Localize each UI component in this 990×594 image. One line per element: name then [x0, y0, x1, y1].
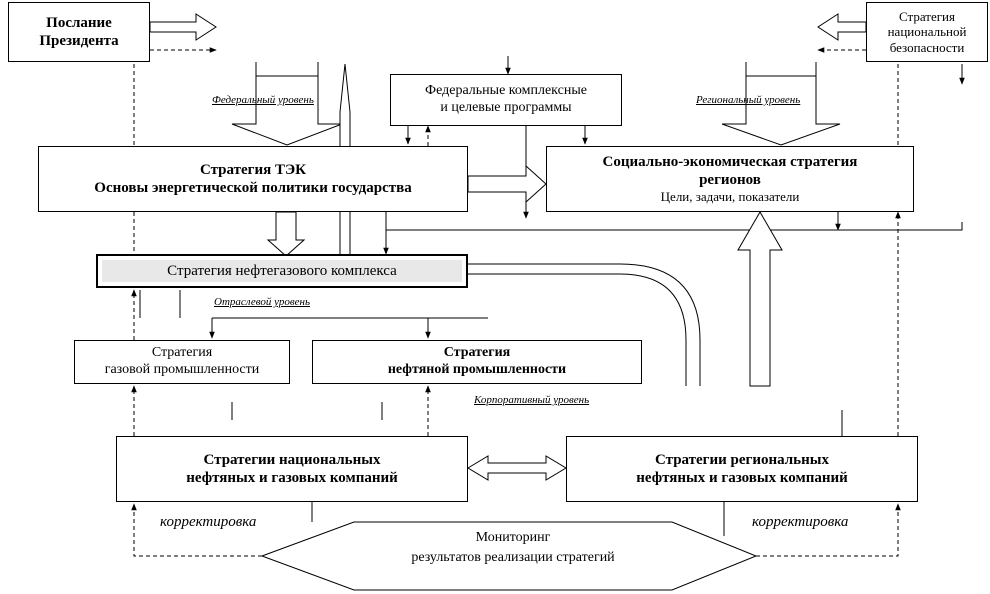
- tek-line-2: Основы энергетической политики государст…: [94, 180, 412, 196]
- federal-programs-line-2: и целевые программы: [440, 100, 572, 115]
- regional-line-2: нефтяных и газовых компаний: [636, 470, 848, 486]
- monitoring-hexagon: [260, 521, 758, 591]
- federal-programs-line-1: Федеральные комплексные: [425, 83, 587, 99]
- national-line-1: Стратегии национальных: [203, 452, 381, 468]
- ngk-label: Стратегия нефтегазового комплекса: [102, 260, 462, 282]
- tek-to-ngk-arrow: [266, 211, 306, 257]
- tek-strategy-box: Стратегия ТЭК Основы энергетической поли…: [38, 146, 468, 212]
- tek-to-regions-arrow: [467, 164, 547, 204]
- regional-level-label: Региональный уровень: [696, 94, 801, 106]
- federal-programs-box: Федеральные комплексные и целевые програ…: [390, 74, 622, 126]
- security-line-2: национальной: [887, 24, 967, 40]
- regional-down-arrow: [721, 62, 841, 146]
- regions-line-2: регионов: [699, 172, 761, 189]
- companies-double-arrow: [467, 455, 567, 481]
- security-box: Стратегия национальной безопасности: [866, 2, 988, 62]
- federal-down-arrow: [231, 62, 343, 146]
- ngk-curve-inner: [468, 273, 687, 386]
- gas-line-2: газовой промышленности: [104, 362, 260, 377]
- president-line-2: Президента: [39, 33, 119, 49]
- regions-subtitle: Цели, задачи, показатели: [660, 189, 800, 205]
- oil-line-1: Стратегия: [443, 345, 511, 361]
- tek-line-1: Стратегия ТЭК: [199, 162, 307, 178]
- corporate-level-label: Корпоративный уровень: [474, 394, 590, 406]
- monitoring-line-2: результатов реализации стратегий: [411, 550, 615, 566]
- line-to-regions-arrow: [386, 222, 963, 231]
- monitoring-line-1: Мониторинг: [475, 530, 551, 545]
- regional-companies-box: Стратегии региональных нефтяных и газовы…: [566, 436, 918, 502]
- president-box: Послание Президента: [8, 2, 150, 62]
- national-companies-box: Стратегии национальных нефтяных и газовы…: [116, 436, 468, 502]
- gas-line-1: Стратегия: [151, 345, 213, 361]
- correction-left-label: корректировка: [160, 514, 257, 530]
- president-line-1: Послание: [46, 15, 112, 31]
- national-line-2: нефтяных и газовых компаний: [186, 470, 398, 486]
- correction-right-label: корректировка: [752, 514, 849, 530]
- regions-line-1: Социально-экономическая стратегия: [602, 154, 858, 171]
- security-line-1: Стратегия: [899, 8, 955, 24]
- ngk-strategy-box: Стратегия нефтегазового комплекса: [96, 254, 468, 288]
- gas-strategy-box: Стратегия газовой промышленности: [74, 340, 290, 384]
- regional-up-arrow: [737, 211, 783, 387]
- ngk-curve-outer: [468, 263, 701, 386]
- monitor-dashed-right: [756, 503, 901, 557]
- president-out-arrow: [149, 13, 217, 41]
- oil-strategy-box: Стратегия нефтяной промышленности: [312, 340, 642, 384]
- oil-line-2: нефтяной промышленности: [387, 362, 567, 377]
- sectoral-level-label: Отраслевой уровень: [214, 296, 310, 308]
- security-out-arrow: [817, 13, 867, 41]
- monitoring-label: Мониторинг результатов реализации страте…: [354, 528, 672, 569]
- monitor-dashed-left: [131, 503, 262, 557]
- federal-level-label: Федеральный уровень: [212, 94, 314, 106]
- regions-strategy-box: Социально-экономическая стратегия регион…: [546, 146, 914, 212]
- regional-line-1: Стратегии региональных: [655, 452, 829, 468]
- security-line-3: безопасности: [889, 39, 965, 55]
